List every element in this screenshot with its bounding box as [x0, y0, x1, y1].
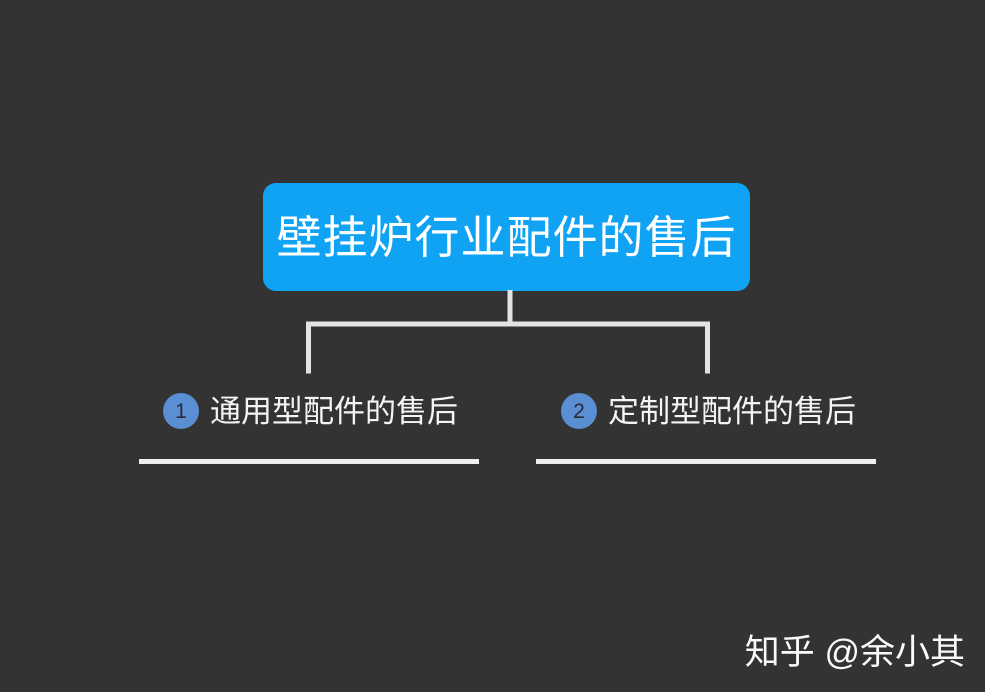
connector-stem: [507, 290, 513, 326]
branch-number-badge: 2: [561, 393, 597, 429]
connector-drop-left: [306, 321, 311, 374]
connector-drop-right: [705, 321, 710, 374]
branch-number-badge: 1: [163, 393, 199, 429]
branch-label: 定制型配件的售后: [608, 393, 856, 429]
connector-horizontal-bar: [306, 321, 710, 327]
root-node[interactable]: 壁挂炉行业配件的售后: [263, 183, 750, 291]
branch-item-1[interactable]: 1 通用型配件的售后: [163, 393, 458, 429]
branch-item-2[interactable]: 2 定制型配件的售后: [561, 393, 856, 429]
branch-underline-1: [139, 459, 479, 464]
branch-label: 通用型配件的售后: [210, 393, 458, 429]
branch-underline-2: [536, 459, 876, 464]
root-node-title: 壁挂炉行业配件的售后: [276, 211, 737, 263]
watermark: 知乎 @余小其: [744, 633, 965, 672]
